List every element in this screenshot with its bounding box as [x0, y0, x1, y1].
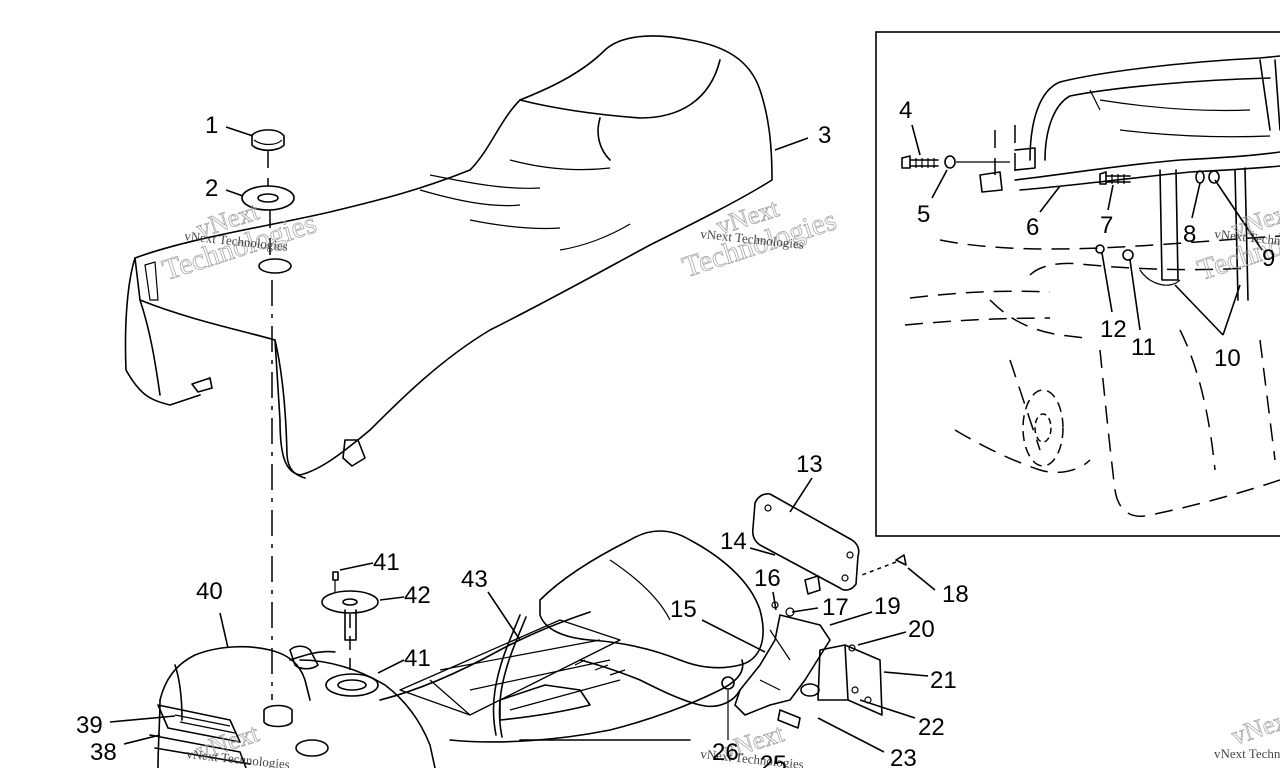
part-label-23: 23: [890, 745, 917, 768]
part-label-1: 1: [205, 112, 218, 139]
watermark-line1: vNext: [1228, 703, 1280, 750]
leader-lines: [109, 124, 1263, 753]
part-label-9: 9: [1262, 245, 1275, 272]
part-label-25: 25: [760, 751, 787, 768]
part-label-7: 7: [1100, 212, 1113, 239]
part-label-40: 40: [196, 578, 223, 605]
watermark-small: vNext Technologies: [1214, 746, 1280, 761]
part-label-3: 3: [818, 122, 831, 149]
part-label-4: 4: [899, 97, 912, 124]
part-label-6: 6: [1026, 214, 1039, 241]
fuel-cap-parts: [241, 129, 295, 700]
part-label-15: 15: [670, 596, 697, 623]
part-label-39: 39: [76, 712, 103, 739]
part-label-38: 38: [90, 739, 117, 766]
lower-assembly-drawing: [149, 493, 907, 769]
part-label-41-lower: 41: [404, 645, 431, 672]
part-number-labels: 1 2 3 4 5 6 7 8 9 10 11 12 13 14 15 16 1…: [76, 97, 1275, 773]
watermarks: vNext Technologies vNext Technologies vN…: [158, 193, 1280, 772]
seat-cover-drawing: [124, 35, 773, 479]
part-label-17: 17: [822, 594, 849, 621]
part-label-8: 8: [1183, 221, 1196, 248]
part-label-10: 10: [1214, 345, 1241, 372]
inset-detail: [875, 31, 1280, 537]
part-label-26: 26: [712, 739, 739, 766]
part-label-12: 12: [1100, 316, 1127, 343]
part-label-16: 16: [754, 565, 781, 592]
part-label-43: 43: [461, 566, 488, 593]
part-label-18: 18: [942, 581, 969, 608]
part-label-5: 5: [917, 201, 930, 228]
part-label-19: 19: [874, 593, 901, 620]
part-label-13: 13: [796, 451, 823, 478]
part-label-41-upper: 41: [373, 549, 400, 576]
part-label-21: 21: [930, 667, 957, 694]
part-label-42: 42: [404, 582, 431, 609]
part-label-14: 14: [720, 528, 747, 555]
part-label-11: 11: [1131, 334, 1156, 361]
part-label-20: 20: [908, 616, 935, 643]
part-label-2: 2: [205, 175, 218, 202]
part-label-22: 22: [918, 714, 945, 741]
